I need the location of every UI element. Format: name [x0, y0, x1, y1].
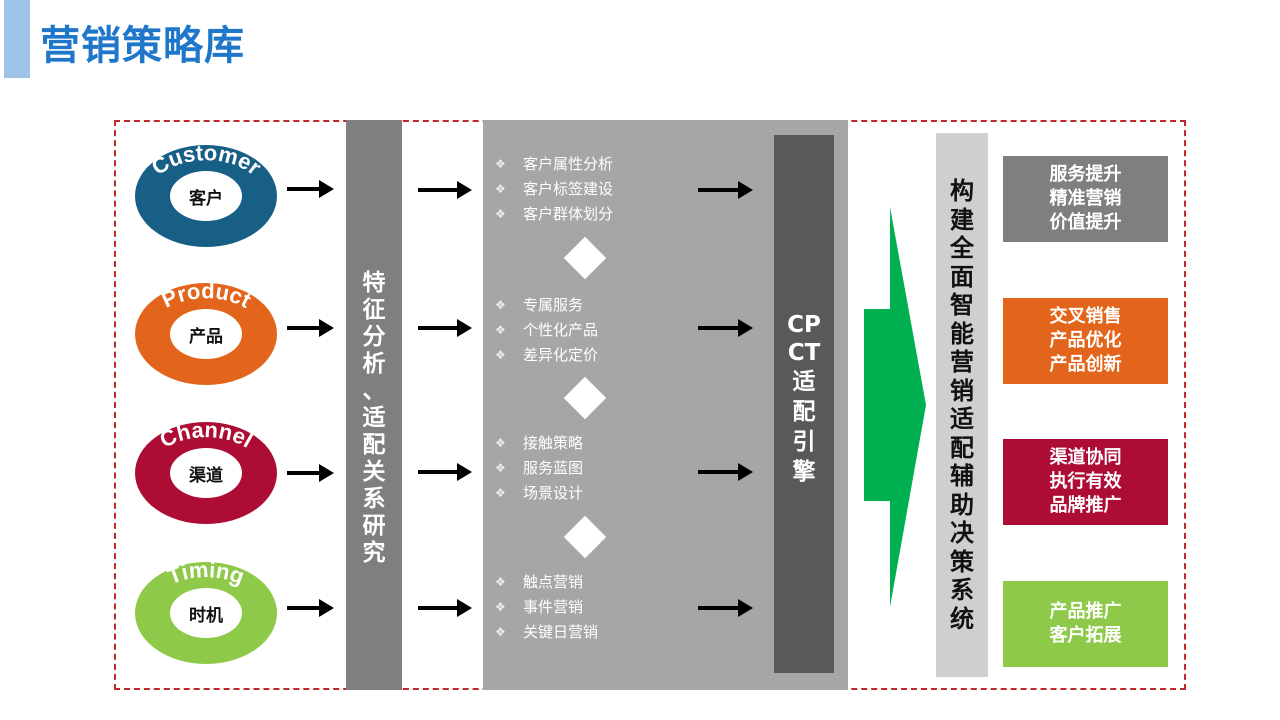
strategy-group-channel: ❖接触策略 ❖服务蓝图 ❖场景设计	[495, 430, 583, 505]
ring-channel: Channel 渠道	[135, 422, 277, 524]
list-item: ❖事件营销	[495, 598, 584, 616]
strategy-group-timing: ❖触点营销 ❖事件营销 ❖关键日营销	[495, 569, 598, 644]
svg-text:Timing: Timing	[164, 562, 248, 589]
diamond-bullet-icon: ❖	[495, 347, 506, 362]
arrow-right-icon	[418, 181, 472, 199]
list-item: ❖差异化定价	[495, 346, 599, 364]
diamond-bullet-icon: ❖	[495, 156, 506, 171]
ring-timing-label: 时机	[170, 588, 242, 638]
ring-customer: Customer 客户	[135, 145, 277, 247]
list-item: ❖服务蓝图	[495, 459, 584, 477]
diamond-bullet-icon: ❖	[495, 181, 506, 196]
diamond-bullet-icon: ❖	[495, 206, 506, 221]
diamond-bullet-icon: ❖	[495, 485, 506, 500]
ring-timing: Timing 时机	[135, 562, 277, 664]
list-item: ❖接触策略	[495, 434, 584, 452]
list-item: ❖触点营销	[495, 573, 584, 591]
result-box-product: 交叉销售产品优化产品创新	[1003, 298, 1168, 384]
arrow-right-icon	[287, 319, 334, 337]
result-box-service: 服务提升精准营销价值提升	[1003, 156, 1168, 242]
diamond-bullet-icon: ❖	[495, 599, 506, 614]
arrow-right-icon	[698, 463, 753, 481]
list-item: ❖场景设计	[495, 484, 584, 502]
decision-system-column: 构建全面智能营销适配辅助决策系统	[936, 133, 988, 677]
analysis-column-text: 特征分析、适配关系研究	[362, 270, 386, 566]
diamond-bullet-icon: ❖	[495, 297, 506, 312]
list-item: ❖关键日营销	[495, 623, 599, 641]
ring-timing-word: Timing	[164, 562, 248, 589]
arrow-right-icon	[418, 463, 472, 481]
page-title: 营销策略库	[40, 23, 245, 69]
arrow-right-icon	[287, 599, 334, 617]
diamond-bullet-icon: ❖	[495, 574, 506, 589]
arrow-right-icon	[418, 599, 472, 617]
ring-channel-word: Channel	[156, 422, 258, 453]
arrow-right-icon	[287, 464, 334, 482]
diamond-bullet-icon: ❖	[495, 322, 506, 337]
arrow-right-icon	[418, 319, 472, 337]
strategy-group-customer: ❖客户属性分析 ❖客户标签建设 ❖客户群体划分	[495, 151, 613, 226]
decision-system-text: 构建全面智能营销适配辅助决策系统	[950, 177, 974, 633]
analysis-column: 特征分析、适配关系研究	[346, 120, 402, 690]
arrow-right-icon	[698, 319, 753, 337]
diamond-bullet-icon: ❖	[495, 624, 506, 639]
arrow-right-icon	[698, 181, 753, 199]
title-accent-bar	[4, 0, 30, 78]
arrow-right-icon	[698, 599, 753, 617]
result-box-channel: 渠道协同执行有效品牌推广	[1003, 439, 1168, 525]
ring-product-label: 产品	[170, 309, 242, 359]
ring-product-word: Product	[158, 283, 256, 313]
ring-channel-label: 渠道	[170, 448, 242, 498]
ring-customer-label: 客户	[170, 171, 242, 221]
arrow-right-icon	[287, 180, 334, 198]
result-box-timing: 产品推广客户拓展	[1003, 581, 1168, 667]
strategy-group-product: ❖专属服务 ❖个性化产品 ❖差异化定价	[495, 292, 598, 367]
list-item: ❖个性化产品	[495, 321, 599, 339]
big-right-arrow-icon	[864, 207, 926, 607]
list-item: ❖专属服务	[495, 296, 584, 314]
list-item: ❖客户属性分析	[495, 155, 614, 173]
list-item: ❖客户标签建设	[495, 180, 614, 198]
diamond-bullet-icon: ❖	[495, 460, 506, 475]
list-item: ❖客户群体划分	[495, 205, 614, 223]
ring-product: Product 产品	[135, 283, 277, 385]
diamond-bullet-icon: ❖	[495, 435, 506, 450]
